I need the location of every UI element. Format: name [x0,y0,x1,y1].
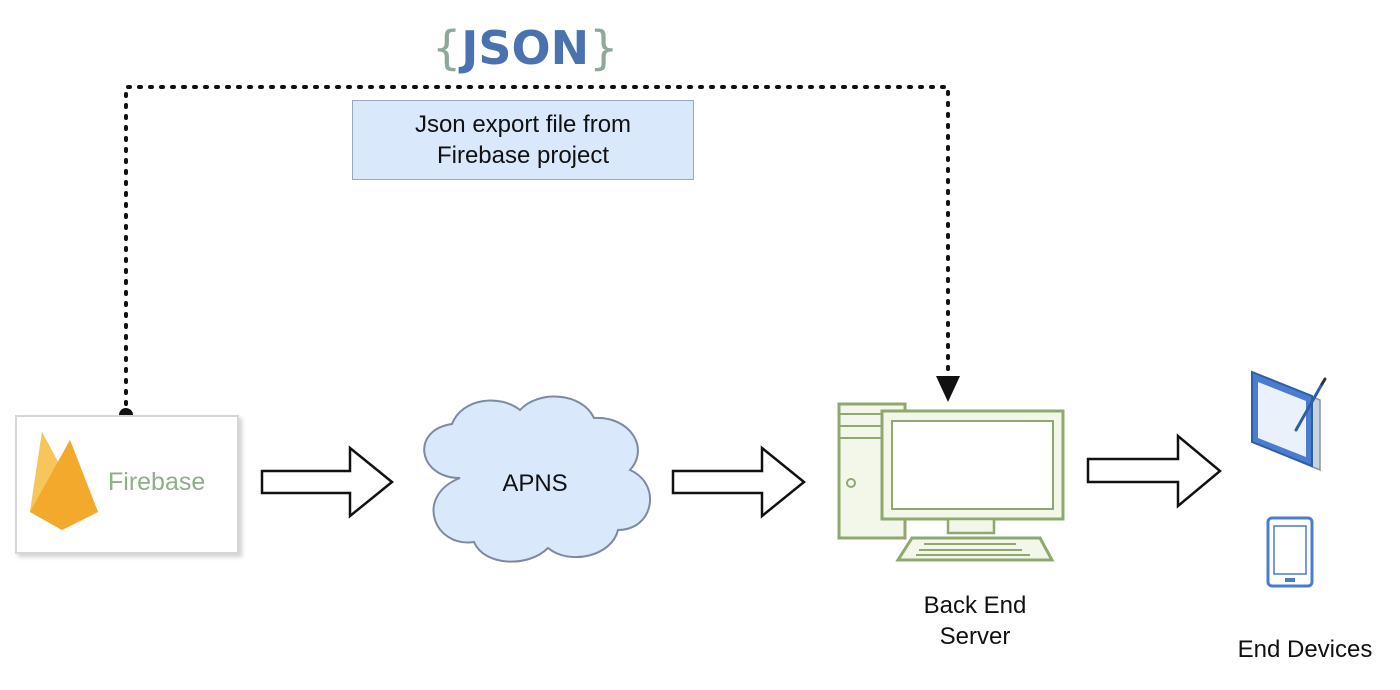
cloud-icon [423,395,651,563]
json-open-brace: { [432,21,462,75]
server-label: Back End Server [885,590,1065,652]
note-line-2: Firebase project [436,142,610,169]
json-close-brace: } [589,21,619,75]
firebase-label: Firebase [108,468,206,496]
arrow-server-to-devices [1086,433,1222,509]
arrow-apns-to-server [671,445,806,519]
json-badge: {JSON} [432,18,618,78]
apns-label: APNS [502,470,568,497]
server-label-line-1: Back End [923,592,1027,619]
connector-arrowhead [936,376,960,402]
smartphone-icon [1266,516,1314,588]
note-line-1: Json export file from [414,111,632,138]
json-title-text: JSON [461,21,590,75]
server-label-line-2: Server [939,623,1011,650]
arrow-firebase-to-apns [260,445,394,519]
firebase-flame-icon [30,432,98,530]
end-devices-label: End Devices [1237,636,1373,663]
desktop-computer-icon [837,402,1065,562]
firebase-node [15,415,239,554]
json-export-note: Json export file from Firebase project [352,100,694,180]
tablet-with-pen-icon [1251,370,1327,472]
